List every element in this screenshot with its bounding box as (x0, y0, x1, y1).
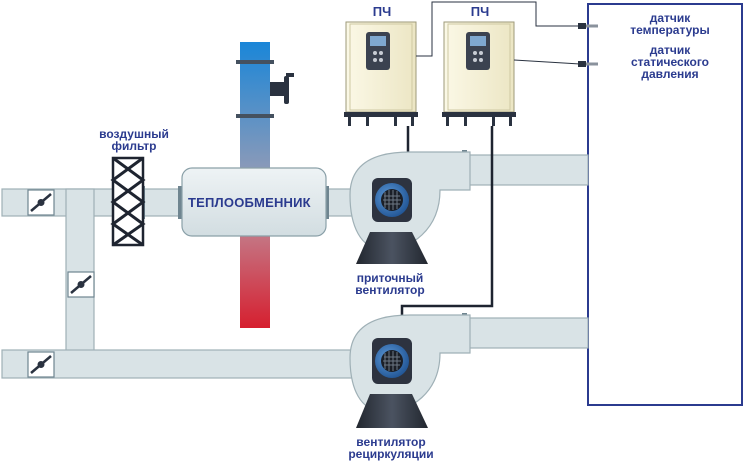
pressure-sensor-label-line2: статического (631, 55, 709, 69)
vfd-2-label: ПЧ (470, 4, 490, 19)
recirculation-fan-label: вентилятор рециркуляции (336, 436, 446, 460)
pressure-sensor-icon (578, 61, 598, 67)
supply-fan-label-line1: приточный (356, 271, 424, 285)
damper-bypass (67, 271, 95, 298)
recirculation-fan (349, 314, 471, 428)
pressure-sensor-label-line3: давления (641, 67, 699, 81)
damper-recirc (27, 351, 55, 378)
temperature-sensor-label-line2: температуры (630, 23, 710, 37)
supply-fan (349, 151, 471, 264)
vfd-cabinet-1 (344, 21, 418, 126)
damper-intake (27, 189, 55, 216)
pressure-sensor-label: датчик статического давления (610, 44, 730, 80)
air-filter-label-line1: воздушный (99, 127, 169, 141)
vfd-1-label: ПЧ (372, 4, 392, 19)
signal-wires (416, 1, 581, 65)
control-panel-box (587, 3, 743, 406)
temperature-sensor-icon (578, 23, 598, 29)
temperature-sensor-label: датчик температуры (610, 12, 730, 36)
air-filter-label: воздушный фильтр (84, 128, 184, 152)
vfd-cabinet-2 (442, 21, 516, 126)
air-filter (110, 156, 146, 247)
pressure-sensor-label-line1: датчик (649, 43, 691, 57)
supply-fan-label: приточный вентилятор (340, 272, 440, 296)
recirculation-fan-label-line1: вентилятор (356, 435, 426, 449)
supply-fan-label-line2: вентилятор (355, 283, 425, 297)
heat-exchanger-label: ТЕПЛООБМЕННИК (188, 195, 311, 210)
temperature-sensor-label-line1: датчик (649, 11, 691, 25)
recirculation-fan-label-line2: рециркуляции (348, 447, 434, 461)
air-filter-label-line2: фильтр (111, 139, 157, 153)
valve-icon (270, 73, 294, 104)
heat-exchanger (181, 167, 327, 237)
